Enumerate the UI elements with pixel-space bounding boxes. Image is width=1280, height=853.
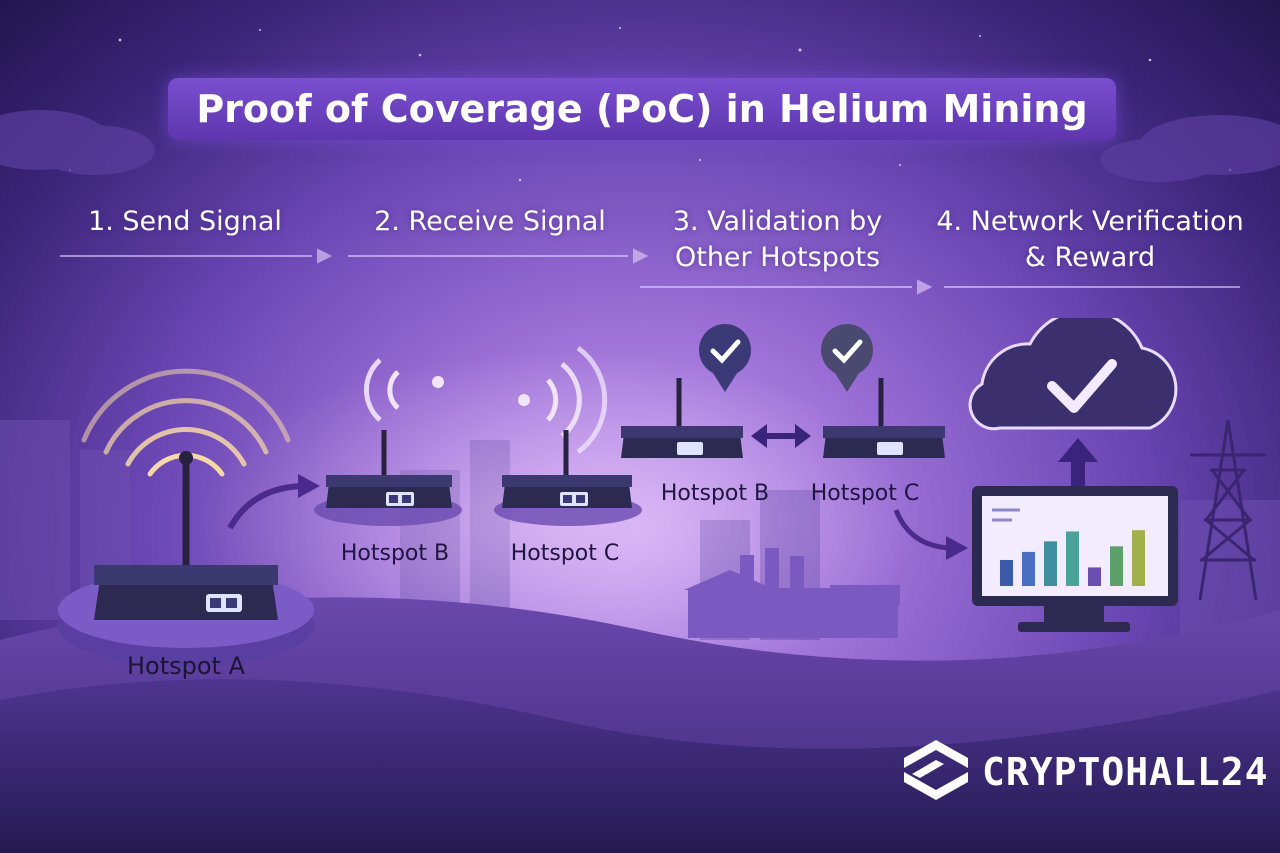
page-title: Proof of Coverage (PoC) in Helium Mining xyxy=(168,78,1116,140)
chart-bar xyxy=(1044,541,1057,586)
wifi-icon xyxy=(546,345,608,455)
hotspot-b-receive-device xyxy=(314,358,462,526)
chart-bar xyxy=(1022,551,1035,586)
wifi-icon xyxy=(364,358,400,422)
check-badge-icon xyxy=(699,324,751,392)
check-badge-icon xyxy=(821,324,873,392)
monitor-chart-icon xyxy=(972,486,1178,632)
brand-logo-icon xyxy=(904,740,968,800)
power-tower-icon xyxy=(1190,419,1266,601)
hotspot-c-receive-device xyxy=(494,345,642,526)
step-dividers xyxy=(60,248,1240,295)
step-3-heading: 3. Validation by Other Hotspots xyxy=(672,206,883,273)
cloud-check-icon xyxy=(968,318,1178,431)
step-4-heading: 4. Network Verification & Reward xyxy=(936,206,1244,273)
chart-bar xyxy=(1088,567,1101,586)
chart-bar xyxy=(1110,546,1123,586)
hotspot-b-validate-label: Hotspot B xyxy=(660,481,770,506)
clouds xyxy=(0,110,1280,182)
hotspot-c-receive-label: Hotspot C xyxy=(510,541,620,566)
chart-bars xyxy=(1000,530,1145,586)
brand-name: CRYPTOHALL24 xyxy=(982,750,1269,794)
chart-bar xyxy=(1132,530,1145,586)
double-arrow-icon xyxy=(751,424,811,448)
hotspot-a-device xyxy=(58,368,314,667)
factory-icon xyxy=(684,548,900,638)
chart-bar xyxy=(1000,559,1013,586)
chart-bar xyxy=(1066,531,1079,586)
step-1-heading: 1. Send Signal xyxy=(88,206,282,237)
validation-hotspots xyxy=(621,324,945,458)
hotspot-c-validate-label: Hotspot C xyxy=(810,481,920,506)
step-2-heading: 2. Receive Signal xyxy=(374,206,606,237)
hotspot-a-label: Hotspot A xyxy=(126,652,246,680)
up-arrow-icon xyxy=(1058,438,1098,490)
transmit-arrow xyxy=(227,474,320,530)
hotspot-b-receive-label: Hotspot B xyxy=(340,541,450,566)
signal-waves-icon xyxy=(81,368,291,477)
verification-reward xyxy=(893,318,1178,632)
